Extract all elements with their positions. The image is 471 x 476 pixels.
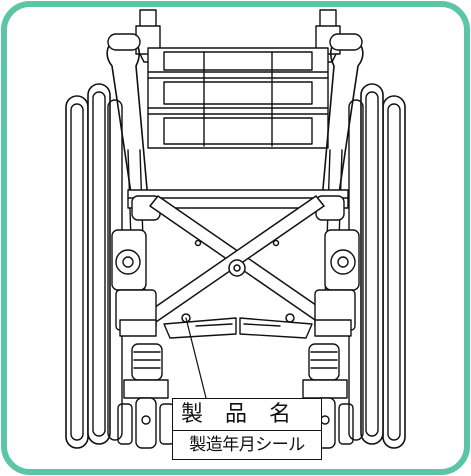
manufacture-date-sticker-label: 製造年月シール	[173, 430, 321, 460]
backrest	[147, 47, 329, 149]
seat	[127, 189, 349, 221]
leader-line	[185, 317, 207, 399]
product-label-callout: 製品名 製造年月シール	[172, 398, 322, 460]
left-caster	[117, 397, 175, 449]
left-rear-wheel	[65, 83, 123, 449]
footrests	[163, 317, 313, 339]
right-rear-wheel	[348, 83, 406, 449]
cross-brace	[147, 195, 327, 323]
product-name-label: 製品名	[181, 402, 314, 427]
left-axle-assembly	[111, 229, 169, 399]
right-axle-assembly	[302, 229, 360, 399]
